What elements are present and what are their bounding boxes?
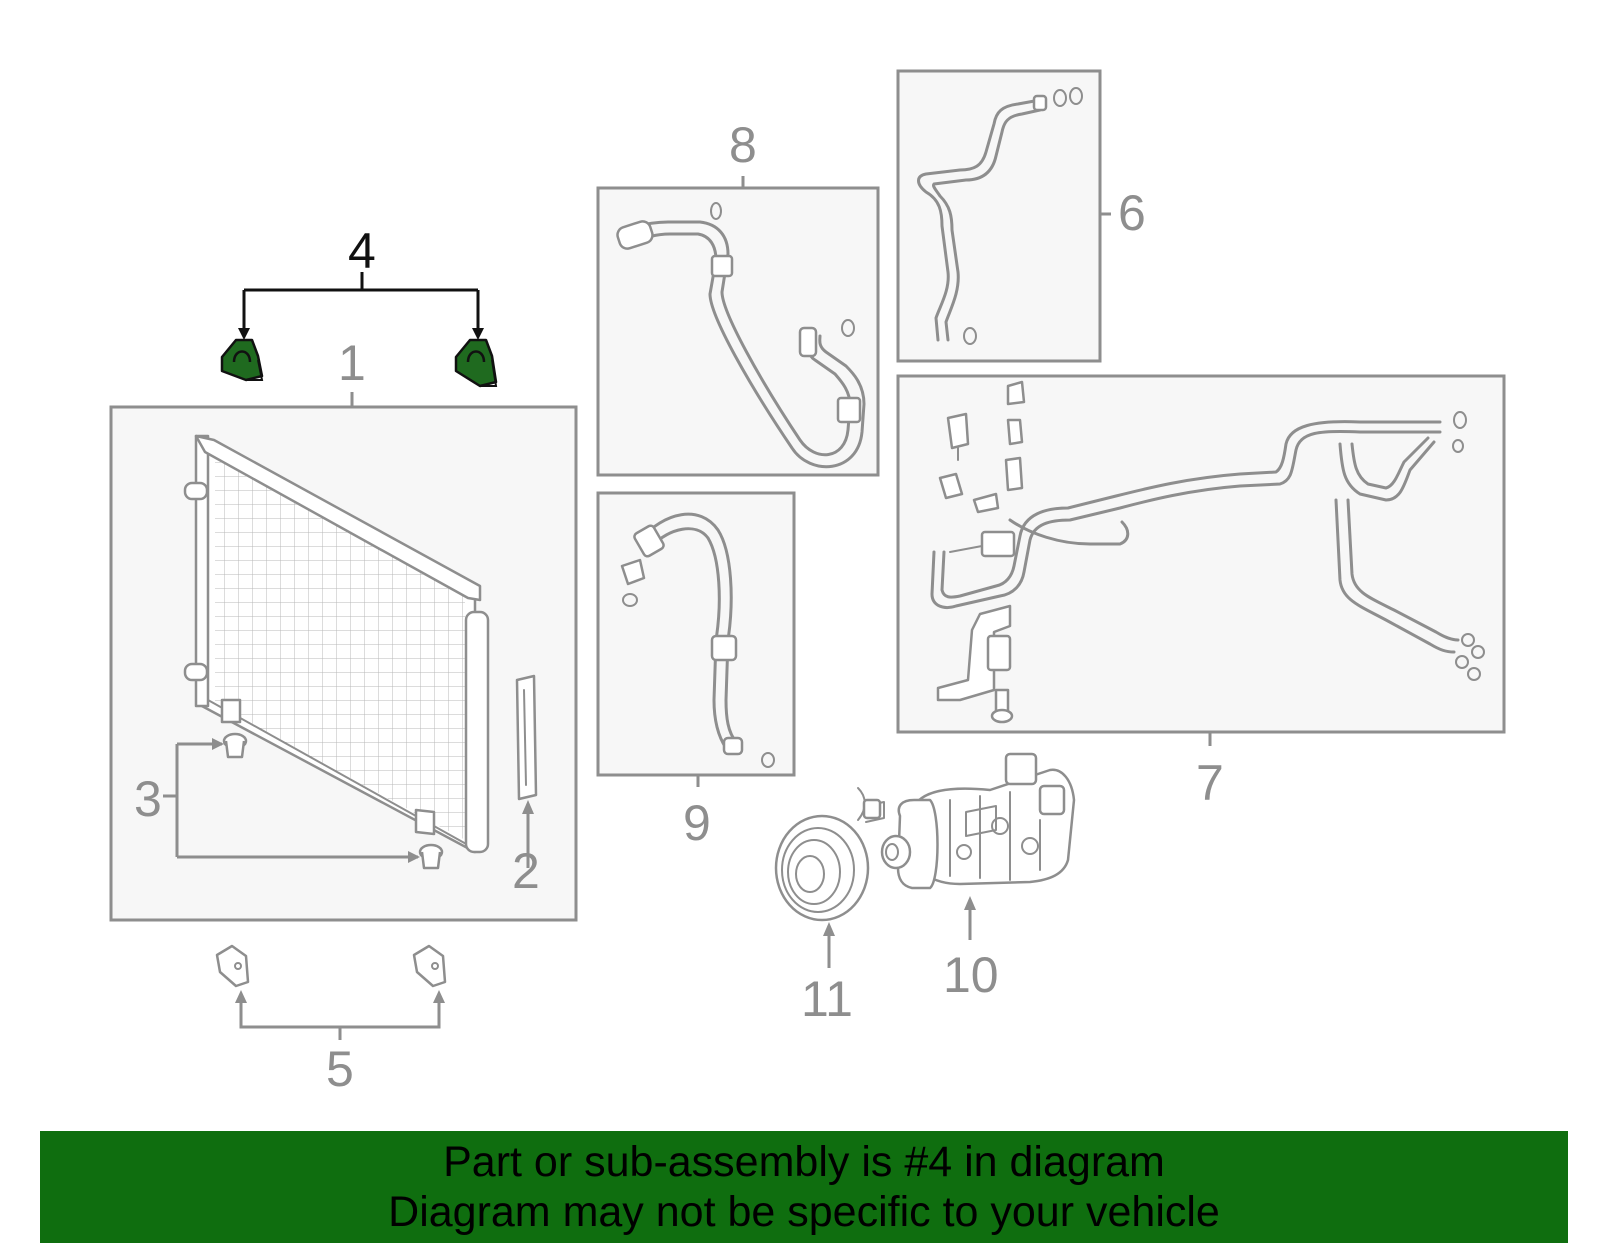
part-9-panel <box>596 491 796 777</box>
condenser-left-tank <box>194 434 210 708</box>
leader-5-arrow-left <box>235 990 247 1003</box>
part-5-group: 5 <box>215 944 447 1097</box>
part-8-hose[interactable] <box>615 202 866 469</box>
part-6-group: 6 <box>896 69 1146 363</box>
part-7-group: 7 <box>896 374 1506 811</box>
leader-4-arrow-right <box>472 328 484 340</box>
condenser-bracket-top <box>183 481 209 501</box>
part-3-cushion-upper[interactable] <box>222 732 248 759</box>
callout-6: 6 <box>1118 185 1146 241</box>
callout-11: 11 <box>801 971 853 1027</box>
leader-4-arrow-left <box>238 328 250 340</box>
banner-line-1: Part or sub-assembly is #4 in diagram <box>443 1138 1165 1186</box>
leader-3-arrow-lower <box>408 851 420 863</box>
part-5-bracket-right[interactable] <box>412 944 447 988</box>
callout-1: 1 <box>338 335 366 391</box>
callout-3: 3 <box>134 771 162 827</box>
part-2-seal[interactable] <box>515 674 538 801</box>
leader-3 <box>163 742 418 859</box>
part-5-bracket-right-hole <box>431 962 439 970</box>
callout-10: 10 <box>943 947 999 1003</box>
leader-4 <box>242 272 480 332</box>
part-9-group: 9 <box>596 491 796 851</box>
callout-9: 9 <box>683 795 711 851</box>
callout-8: 8 <box>729 117 757 173</box>
callout-2: 2 <box>512 843 540 899</box>
part-7-pipe-assembly[interactable] <box>930 380 1485 724</box>
condenser-foot-right <box>414 808 436 836</box>
part-11-group: 11 <box>774 787 885 1027</box>
leader-11-arrow <box>823 922 835 936</box>
part-4-bracket-right[interactable] <box>454 338 498 388</box>
callout-7: 7 <box>1196 755 1224 811</box>
leader-3-arrow-upper <box>212 738 224 750</box>
banner-line-2: Diagram may not be specific to your vehi… <box>388 1188 1220 1236</box>
part-4-group: 4 <box>220 223 498 388</box>
part-4-bracket-left[interactable] <box>220 338 264 382</box>
condenser-bracket-mid <box>183 662 209 682</box>
part-8-group: 8 <box>596 117 880 477</box>
part-3-cushion-lower[interactable] <box>418 843 444 870</box>
receiver-drier <box>464 610 490 854</box>
part-5-bracket-left-hole <box>234 962 242 970</box>
callout-4: 4 <box>348 223 376 279</box>
callout-5: 5 <box>326 1041 354 1097</box>
condenser-fins <box>215 455 465 840</box>
condenser-group: 3 2 1 <box>109 335 578 922</box>
info-banner: Part or sub-assembly is #4 in diagram Di… <box>40 1131 1568 1243</box>
part-10-group: 10 <box>880 752 1076 1003</box>
condenser-top-frame <box>194 434 482 602</box>
leader-2-arrow <box>522 800 534 814</box>
part-11-clutch-pulley[interactable] <box>774 787 885 922</box>
condenser-foot-left <box>220 698 242 724</box>
part-9-hose[interactable] <box>620 512 775 768</box>
part-5-bracket-left[interactable] <box>215 944 250 988</box>
part-2-seal-line <box>523 689 527 786</box>
part-10-compressor[interactable] <box>880 752 1076 890</box>
leader-10-arrow <box>964 896 976 910</box>
part-6-pipe[interactable] <box>917 87 1083 345</box>
leader-5 <box>239 1000 441 1040</box>
leader-5-arrow-right <box>433 990 445 1003</box>
part-6-panel <box>896 69 1102 363</box>
